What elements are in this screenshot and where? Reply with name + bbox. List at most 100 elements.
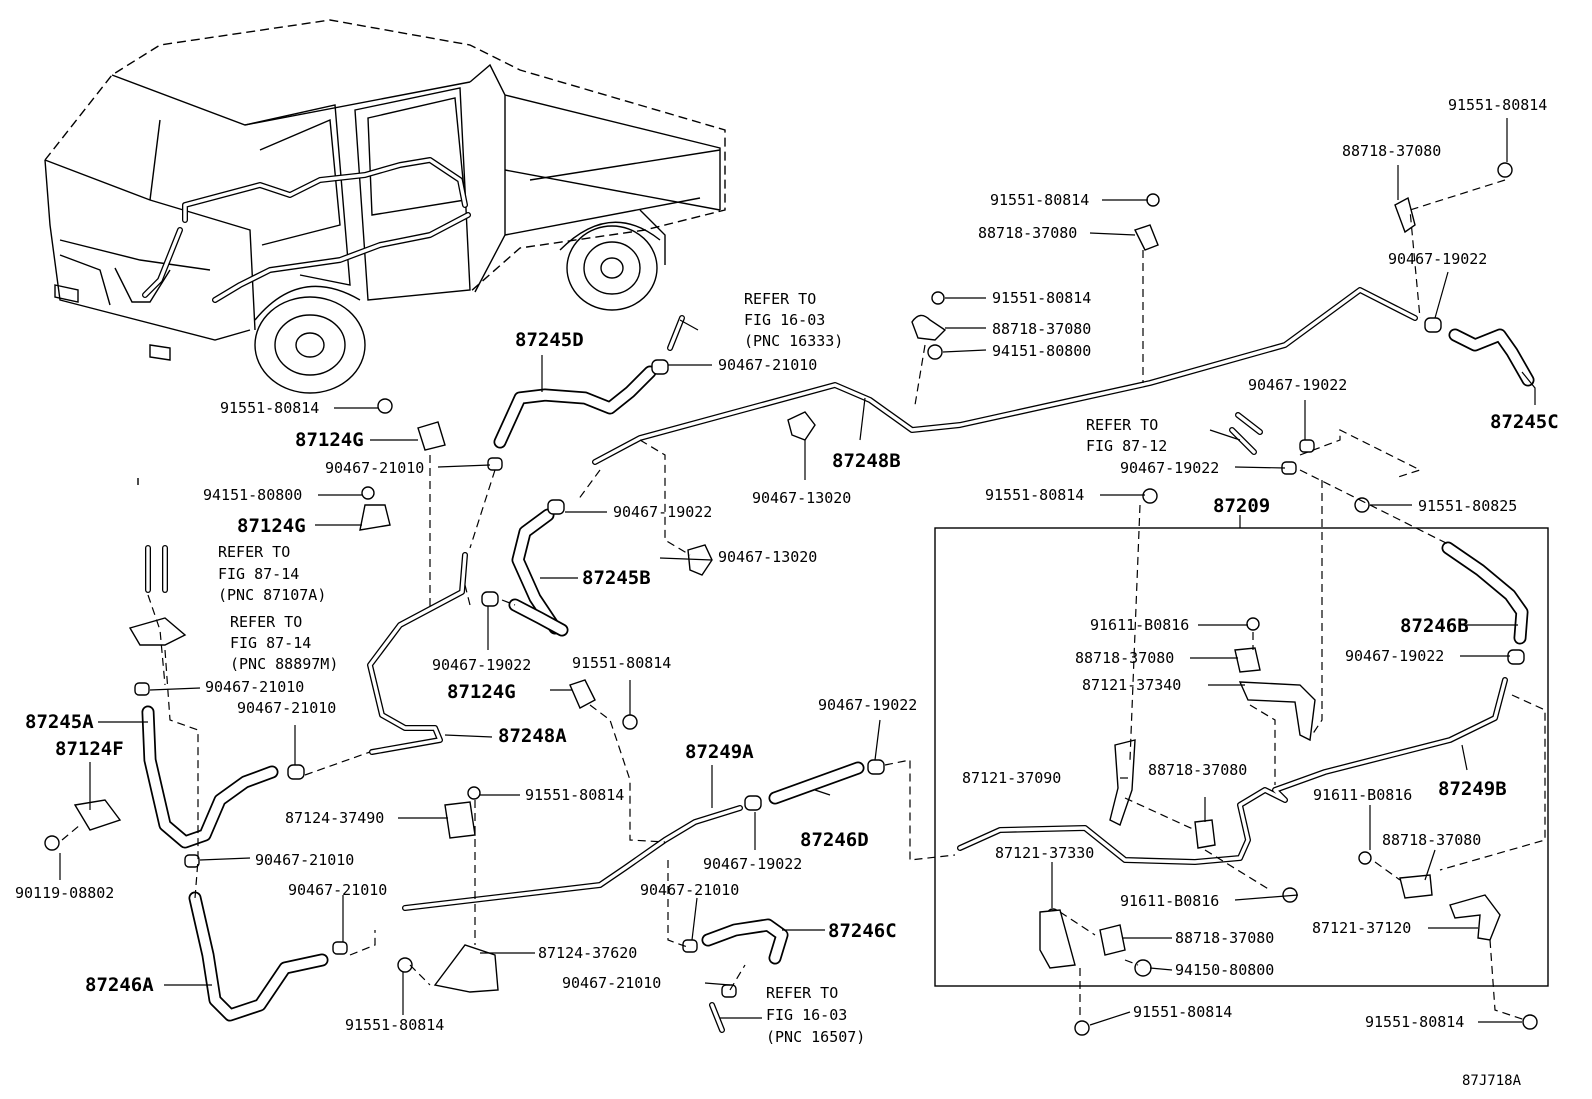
ref-87-12-line2: FIG 87-12 (1086, 437, 1167, 455)
ref-87-14-a-line1: REFER TO (218, 543, 290, 561)
label-88718-37080: 88718-37080 (1148, 761, 1247, 779)
hose-87246A (188, 891, 329, 1022)
label-87246B: 87246B (1400, 615, 1469, 637)
label-91551-80814: 91551-80814 (572, 654, 671, 672)
pipe-87248A (367, 552, 468, 755)
ref-16-03-top-line3: (PNC 16333) (744, 332, 843, 350)
ref-16-03-bot-line1: REFER TO (766, 984, 838, 1002)
label-94151-80800: 94151-80800 (203, 486, 302, 504)
label-87246D: 87246D (800, 829, 869, 851)
label-88718-37080: 88718-37080 (1342, 142, 1441, 160)
label-90467-21010: 90467-21010 (255, 851, 354, 869)
label-88718-37080: 88718-37080 (1382, 831, 1481, 849)
label-90467-19022: 90467-19022 (703, 855, 802, 873)
hose-87246D (768, 761, 865, 805)
label-87121-37120: 87121-37120 (1312, 919, 1411, 937)
ref-87-12-line1: REFER TO (1086, 416, 1158, 434)
label-94150-80800: 94150-80800 (1175, 961, 1274, 979)
hardware (44, 162, 1538, 1036)
hose-87245A (141, 705, 279, 849)
label-87121-37090: 87121-37090 (962, 769, 1061, 787)
label-91551-80814: 91551-80814 (1365, 1013, 1464, 1031)
label-87245B: 87245B (582, 567, 651, 589)
label-87249A: 87249A (685, 741, 754, 763)
hose-87246B (1441, 541, 1529, 645)
label-90467-13020: 90467-13020 (752, 489, 851, 507)
hose-87124F-stub (145, 315, 1263, 1033)
label-90467-19022: 90467-19022 (1248, 376, 1347, 394)
label-91551-80814: 91551-80814 (1448, 96, 1547, 114)
label-87124-37620: 87124-37620 (538, 944, 637, 962)
assembly-87209-box (934, 527, 1549, 987)
label-90467-21010: 90467-21010 (640, 881, 739, 899)
label-90467-21010: 90467-21010 (562, 974, 661, 992)
ref-16-03-bot-line3: (PNC 16507) (766, 1028, 865, 1046)
label-91611-B0816: 91611-B0816 (1090, 616, 1189, 634)
label-91551-80814: 91551-80814 (525, 786, 624, 804)
label-91551-80814: 91551-80814 (345, 1016, 444, 1034)
label-87124G: 87124G (447, 681, 516, 703)
hose-87245B (508, 508, 569, 637)
pipe-87248B (592, 287, 1418, 465)
label-91551-80814: 91551-80814 (990, 191, 1089, 209)
truck-illustration (44, 19, 726, 394)
assembly-label: 87209 (1213, 495, 1270, 517)
label-87124G: 87124G (237, 515, 306, 537)
ref-87-14-b-line3: (PNC 88897M) (230, 655, 338, 673)
label-88718-37080: 88718-37080 (978, 224, 1077, 242)
label-87121-37330: 87121-37330 (995, 844, 1094, 862)
label-87249B: 87249B (1438, 778, 1507, 800)
label-94151-80800: 94151-80800 (992, 342, 1091, 360)
ref-16-03-top-line2: FIG 16-03 (744, 311, 825, 329)
pipe-87249B (957, 677, 1508, 865)
label-90467-21010: 90467-21010 (288, 881, 387, 899)
label-90467-19022: 90467-19022 (1345, 647, 1444, 665)
label-90467-21010: 90467-21010 (325, 459, 424, 477)
label-87124-37490: 87124-37490 (285, 809, 384, 827)
label-87124G: 87124G (295, 429, 364, 451)
label-91551-80814: 91551-80814 (220, 399, 319, 417)
label-87246C: 87246C (828, 920, 897, 942)
label-90467-19022: 90467-19022 (818, 696, 917, 714)
label-87246A: 87246A (85, 974, 154, 996)
hose-87245D (493, 365, 657, 449)
label-88718-37080: 88718-37080 (992, 320, 1091, 338)
label-91551-80814: 91551-80814 (1133, 1003, 1232, 1021)
hose-87245C (1448, 328, 1535, 387)
label-91611-B0816: 91611-B0816 (1120, 892, 1219, 910)
label-87124F: 87124F (55, 738, 124, 760)
label-87245C: 87245C (1490, 411, 1559, 433)
label-91551-80814: 91551-80814 (992, 289, 1091, 307)
label-90467-13020: 90467-13020 (718, 548, 817, 566)
label-87248B: 87248B (832, 450, 901, 472)
label-88718-37080: 88718-37080 (1075, 649, 1174, 667)
ref-87-14-b-line1: REFER TO (230, 613, 302, 631)
label-90119-08802: 90119-08802 (15, 884, 114, 902)
ref-16-03-bot-line2: FIG 16-03 (766, 1006, 847, 1024)
label-90467-21010: 90467-21010 (237, 699, 336, 717)
label-90467-21010: 90467-21010 (718, 356, 817, 374)
ref-16-03-top-line1: REFER TO (744, 290, 816, 308)
figure-code: 87J718A (1462, 1073, 1522, 1089)
ref-87-14-a-line3: (PNC 87107A) (218, 586, 326, 604)
label-91551-80814: 91551-80814 (985, 486, 1084, 504)
label-87245D: 87245D (515, 329, 584, 351)
label-90467-21010: 90467-21010 (205, 678, 304, 696)
label-87121-37340: 87121-37340 (1082, 676, 1181, 694)
solid-leaders (59, 118, 1536, 1026)
label-91611-B0816: 91611-B0816 (1313, 786, 1412, 804)
label-88718-37080: 88718-37080 (1175, 929, 1274, 947)
label-87245A: 87245A (25, 711, 94, 733)
label-90467-19022: 90467-19022 (613, 503, 712, 521)
part-labels: 91551-80814 88718-37080 90467-19022 8724… (15, 96, 1559, 1089)
dashed-leaders (61, 179, 1546, 1021)
ref-87-14-a-line2: FIG 87-14 (218, 565, 299, 583)
pipe-87249A (402, 805, 743, 911)
ref-87-14-b-line2: FIG 87-14 (230, 634, 311, 652)
label-91551-80825: 91551-80825 (1418, 497, 1517, 515)
label-90467-19022: 90467-19022 (1388, 250, 1487, 268)
label-90467-19022: 90467-19022 (432, 656, 531, 674)
label-87248A: 87248A (498, 725, 567, 747)
label-90467-19022: 90467-19022 (1120, 459, 1219, 477)
